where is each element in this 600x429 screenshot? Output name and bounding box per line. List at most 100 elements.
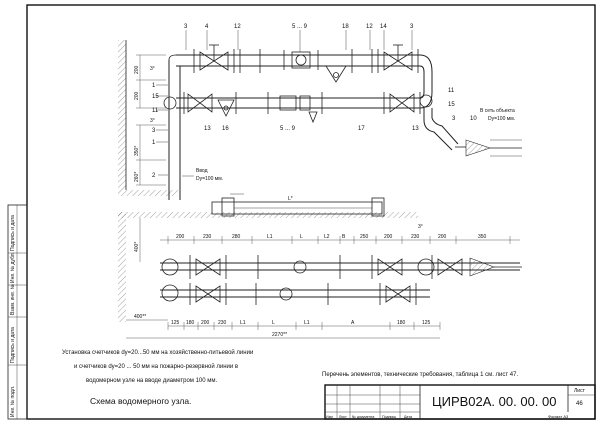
bottom-dim-label: 180 (397, 320, 406, 326)
outlet-label: В сеть объекта (480, 108, 515, 114)
callout-3: 3 (452, 116, 456, 122)
callout-17: 17 (358, 126, 365, 132)
strip-label: Инв. № подл. (10, 386, 16, 417)
callout-15: 15 (152, 94, 159, 100)
strip-label: Подпись и дата (10, 215, 16, 251)
top-dim-label: L (300, 234, 303, 240)
outlet-transition (465, 139, 491, 157)
callout-11: 11 (448, 88, 455, 94)
title-block: Изм Лист № документа Подпись Дата ЦИРВ02… (324, 384, 596, 420)
gate-valve (199, 44, 229, 71)
water-meter (279, 95, 318, 124)
outlet-transition (469, 257, 495, 277)
bottom-dim-label: 180 (186, 320, 195, 326)
bottom-dim-label: L (272, 320, 275, 326)
callout-4: 4 (205, 24, 209, 30)
dim-200: 200 (134, 65, 140, 74)
col-signature: Подпись (382, 415, 396, 419)
callout-5-9: 5 ... 9 (280, 126, 296, 132)
callout-1: 1 (152, 83, 156, 89)
floor-hatch (118, 190, 178, 196)
callout-13: 13 (204, 126, 211, 132)
top-dim-label: 200 (438, 234, 447, 240)
flanges (189, 255, 433, 305)
top-dim-label: 350 (478, 234, 487, 240)
install-note-line1: Установка счетчиков dy=20...50 мм на хоз… (62, 349, 253, 356)
dim-200: 200 (134, 91, 140, 100)
filter (217, 99, 235, 117)
col-doc-no: № документа (352, 415, 374, 419)
top-dim-label: 280 (232, 234, 241, 240)
dim-350: 350* (134, 146, 140, 156)
gate-valve (389, 93, 415, 113)
bottom-dim-label: L1 (304, 320, 310, 326)
top-dim-label: L1 (267, 234, 273, 240)
callout-12: 12 (366, 24, 373, 30)
strip-label: Взам. инв. № (10, 284, 16, 315)
caption: Схема водомерного узла. (90, 396, 191, 406)
strip-label: Подпись и дата (10, 327, 16, 363)
callout-14: 14 (380, 24, 387, 30)
top-dim-label: B (342, 234, 346, 240)
angle-label: 3° (418, 224, 423, 230)
angle-label: 3° (150, 118, 155, 124)
callout-15: 15 (448, 102, 455, 108)
col-change: Изм (326, 415, 333, 419)
install-note-line2: и счетчиков dy=20 ... 50 мм на пожарно-р… (74, 363, 238, 370)
top-dim-label: 230 (411, 234, 420, 240)
col-sheet: Лист (339, 415, 347, 419)
strip-label: Инв. № дубл. (10, 252, 16, 283)
inlet-label: Ввод (196, 168, 208, 174)
col-date: Дата (404, 415, 412, 419)
bottom-dim-label: 230 (218, 320, 227, 326)
gate-valve (187, 93, 213, 113)
dim-260: 260* (134, 172, 140, 182)
wall-hatch (118, 40, 126, 190)
elevation-view: 200 200 350* 260* 3° 3° 3 4 12 5 ... 9 1… (118, 24, 522, 200)
flanges (183, 92, 421, 114)
wall-hatch (118, 212, 126, 322)
left-offset-dim: 400** (134, 314, 146, 320)
top-dim-label: 200 (176, 234, 185, 240)
sheet-number: 46 (576, 401, 583, 407)
top-dim-label: 230 (203, 234, 212, 240)
wall-hatch (118, 212, 418, 218)
total-length-dim: 2270** (272, 332, 287, 338)
callout-1: 1 (152, 140, 156, 146)
bottom-dim-label: L1 (240, 320, 246, 326)
top-dim-label: 200 (384, 234, 393, 240)
meter-dim: L* (288, 196, 293, 202)
gate-valve (383, 44, 413, 71)
elements-note: Перечень элементов, технические требован… (322, 372, 518, 378)
angle-label: 3° (150, 66, 155, 72)
drawing-designation: ЦИРВ02А. 00. 00. 00 (432, 394, 556, 409)
callout-12: 12 (234, 24, 241, 30)
callout-3: 3 (184, 24, 188, 30)
callout-18: 18 (342, 24, 349, 30)
callout-11: 11 (152, 108, 159, 114)
inlet-diameter: Dy=100 мм. (196, 176, 223, 182)
callout-3: 3 (410, 24, 414, 30)
sheet-label: Лист (574, 388, 586, 394)
outlet-diameter: Dy=100 мм. (488, 116, 515, 122)
bottom-dim-label: 200 (201, 320, 210, 326)
callout-13: 13 (412, 126, 419, 132)
meter-assembly: L* (211, 193, 385, 217)
callout-2: 2 (152, 173, 156, 179)
top-dim-label: 250 (360, 234, 369, 240)
left-binding-strip: Подпись и дата Инв. № дубл. Взам. инв. №… (7, 204, 28, 420)
height-dim: 400* (134, 242, 140, 252)
top-dim-label: L2 (324, 234, 330, 240)
filter (325, 65, 347, 83)
callout-5-9: 5 ... 9 (292, 24, 308, 30)
callout-16: 16 (222, 126, 229, 132)
bottom-dim-label: A (351, 320, 355, 326)
format-label: Формат А3 (548, 414, 569, 419)
callout-3: 3 (152, 128, 156, 134)
callout-10: 10 (470, 116, 477, 122)
bottom-dim-label: 125 (422, 320, 431, 326)
bottom-dim-label: 125 (171, 320, 180, 326)
